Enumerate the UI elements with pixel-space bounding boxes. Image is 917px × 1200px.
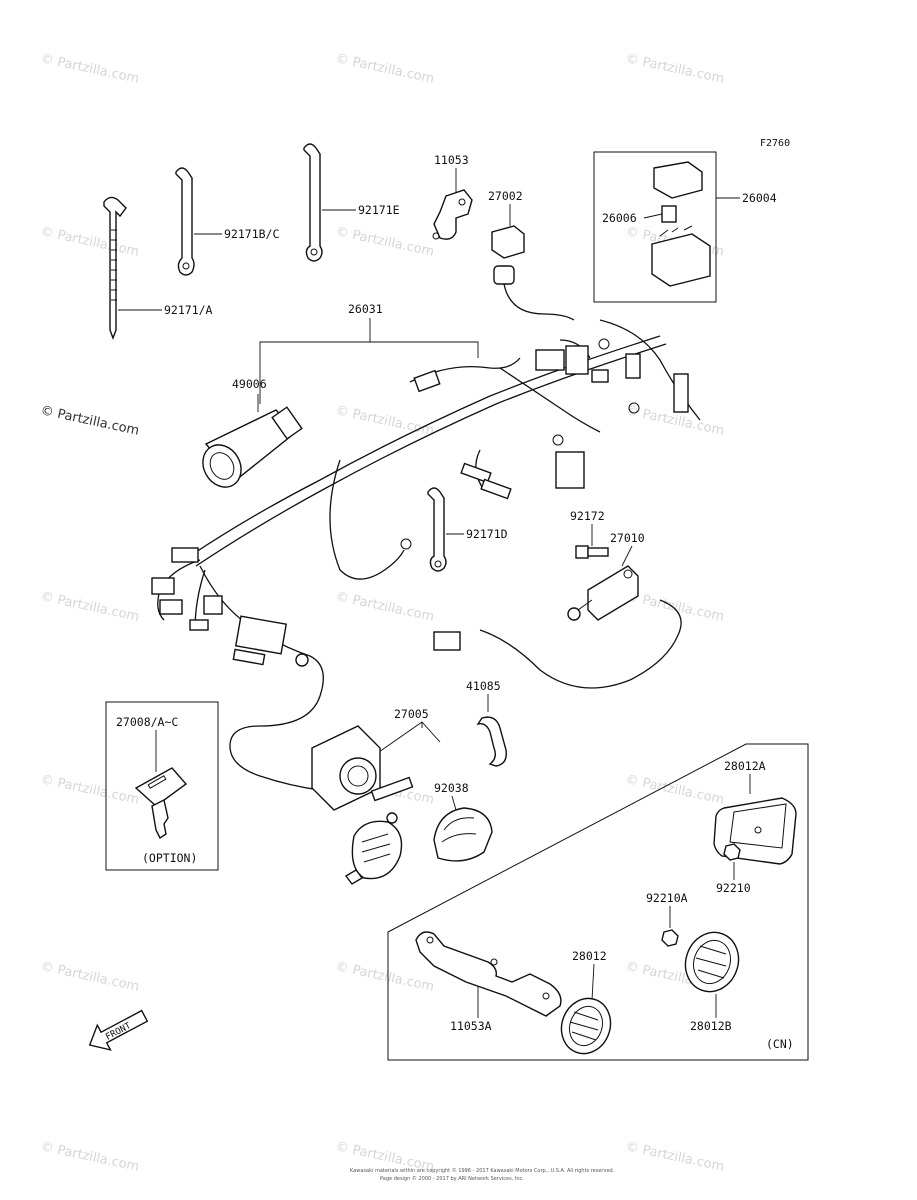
part-label[interactable]: 49006 xyxy=(232,377,267,391)
part-label[interactable]: 11053A xyxy=(450,1019,492,1033)
part-label[interactable]: 26031 xyxy=(348,302,383,316)
footer-copyright-2: Page design © 2000 - 2017 by ARI Network… xyxy=(380,1175,524,1182)
part-label[interactable]: 11053 xyxy=(434,153,469,167)
cn-box xyxy=(387,743,809,1061)
part-label[interactable]: 27002 xyxy=(488,189,523,203)
part-label[interactable]: 92171/A xyxy=(164,303,213,317)
part-label[interactable]: 28012A xyxy=(724,759,766,773)
watermark: © Partzilla.com xyxy=(39,589,140,625)
watermark: © Partzilla.com xyxy=(624,589,725,625)
relay-box-26004[interactable] xyxy=(651,225,711,287)
part-label[interactable]: 28012B xyxy=(690,1019,732,1033)
watermark: © Partzilla.com xyxy=(334,51,435,87)
part-label[interactable]: 92172 xyxy=(570,509,605,523)
watermark: © Partzilla.com xyxy=(39,51,140,87)
watermark: © Partzilla.com xyxy=(334,224,435,260)
cable-tie-92171-bc[interactable] xyxy=(175,167,195,276)
bracket-11053a[interactable] xyxy=(415,931,562,1017)
clamp-41085[interactable] xyxy=(476,716,507,767)
part-label[interactable]: 26004 xyxy=(742,191,777,205)
reflector-28012b[interactable] xyxy=(677,925,746,999)
watermark-dark: © Partzilla.com xyxy=(39,403,140,439)
part-label[interactable]: 27008/A~C xyxy=(116,715,178,729)
cn-note: (CN) xyxy=(766,1037,794,1051)
key-27008[interactable] xyxy=(134,767,188,840)
box-26004 xyxy=(593,151,717,303)
relay-27002[interactable] xyxy=(491,225,575,321)
option-box xyxy=(105,701,219,871)
part-label[interactable]: 92171D xyxy=(466,527,508,541)
figure-code: F2760 xyxy=(760,138,790,149)
watermark: © Partzilla.com xyxy=(39,224,140,260)
relay-cover-26004[interactable] xyxy=(653,161,703,199)
reflector-28012[interactable] xyxy=(554,991,618,1060)
watermark: © Partzilla.com xyxy=(334,589,435,625)
watermark: © Partzilla.com xyxy=(39,772,140,808)
cable-tie-92171-d[interactable] xyxy=(427,487,447,572)
footer-copyright: Kawasaki materials within are copyright … xyxy=(350,1167,615,1174)
watermark: © Partzilla.com xyxy=(334,959,435,995)
switch-27010[interactable] xyxy=(567,565,639,621)
cable-tie-92171-e[interactable] xyxy=(303,143,323,262)
watermark: © Partzilla.com xyxy=(624,772,725,808)
part-label[interactable]: 41085 xyxy=(466,679,501,693)
bolt-92172[interactable] xyxy=(575,545,609,559)
nut-92210a[interactable] xyxy=(661,929,679,947)
part-label[interactable]: 92171E xyxy=(358,203,400,217)
watermark: © Partzilla.com xyxy=(624,1139,725,1175)
watermark: © Partzilla.com xyxy=(624,51,725,87)
bracket-11053[interactable] xyxy=(432,189,473,240)
nut-92210[interactable] xyxy=(723,843,741,861)
watermark: © Partzilla.com xyxy=(334,403,435,439)
front-arrow-icon: FRONT xyxy=(88,1009,149,1051)
wiring-harness-26031[interactable] xyxy=(151,319,701,791)
part-label[interactable]: 92038 xyxy=(434,781,469,795)
watermark: © Partzilla.com xyxy=(39,1139,140,1175)
cable-tie-92171-a[interactable] xyxy=(103,196,127,340)
cap-92038[interactable] xyxy=(433,807,493,862)
part-label[interactable]: 92210A xyxy=(646,891,688,905)
part-label[interactable]: 28012 xyxy=(572,949,607,963)
part-label[interactable]: 26006 xyxy=(602,211,637,225)
part-label[interactable]: 27005 xyxy=(394,707,429,721)
boot-49006[interactable] xyxy=(195,406,303,494)
part-label[interactable]: 92171B/C xyxy=(224,227,279,241)
watermark: © Partzilla.com xyxy=(39,959,140,995)
part-label[interactable]: 27010 xyxy=(610,531,645,545)
option-note: (OPTION) xyxy=(142,851,197,865)
part-label[interactable]: 92210 xyxy=(716,881,751,895)
ignition-switch-27005[interactable] xyxy=(311,725,414,885)
fuse-26006[interactable] xyxy=(661,205,677,223)
